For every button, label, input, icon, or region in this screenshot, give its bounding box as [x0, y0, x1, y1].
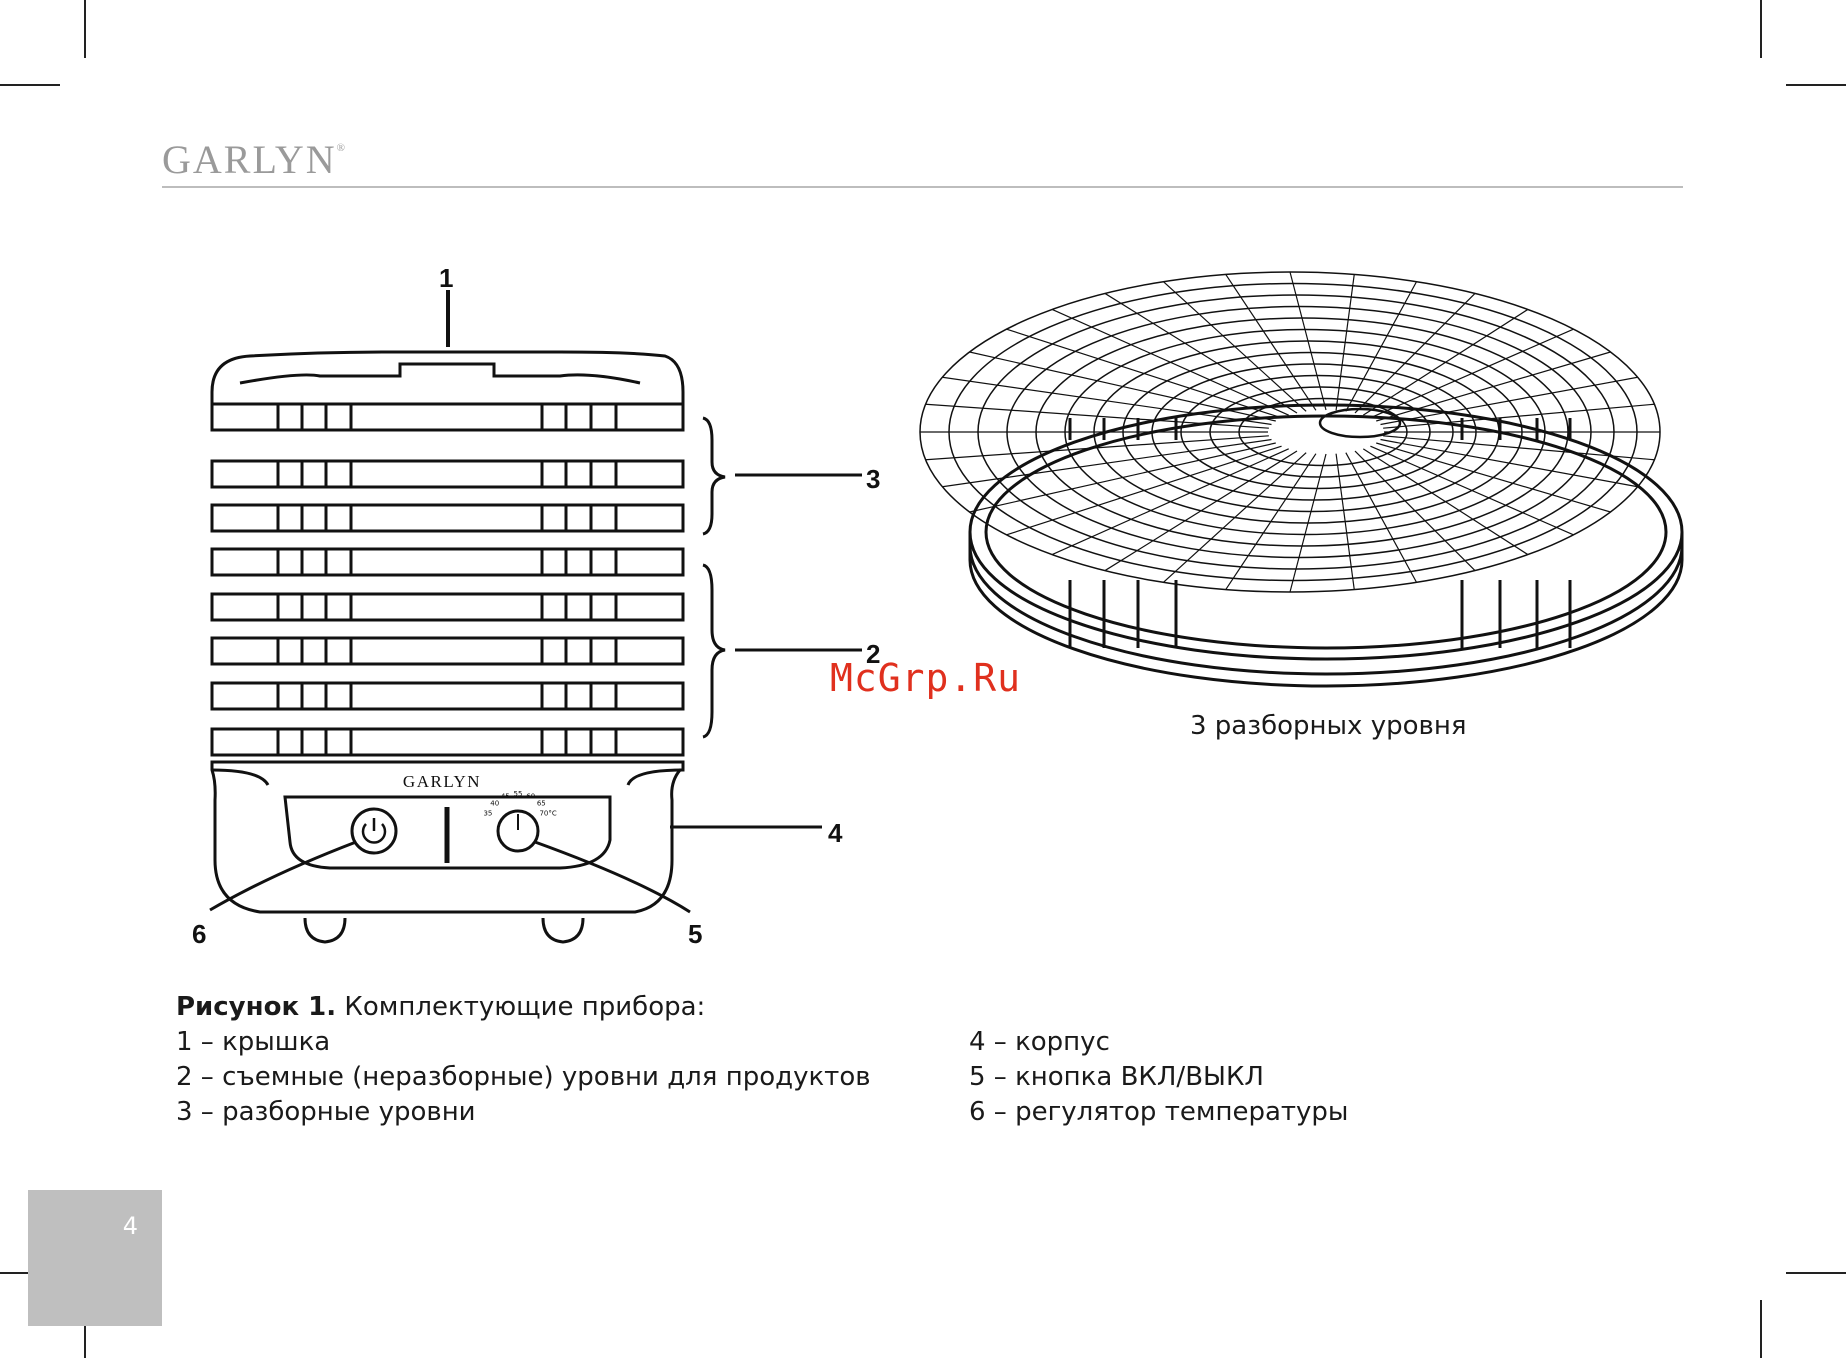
dial-mark: 60	[526, 793, 535, 801]
page-number: 4	[123, 1212, 138, 1240]
mesh-spoke	[1052, 449, 1289, 555]
mesh-spoke	[1346, 282, 1417, 412]
mesh-spoke	[1363, 309, 1528, 415]
mesh-spoke	[1052, 309, 1289, 415]
foot-left	[305, 918, 345, 942]
caption-item: 1 – крышка	[176, 1025, 871, 1060]
callout-6: 6	[192, 919, 206, 949]
tray	[212, 461, 683, 487]
tray	[212, 638, 683, 664]
mesh-spoke	[1363, 449, 1528, 555]
page-number-box: 4	[28, 1190, 162, 1326]
tray	[212, 729, 683, 755]
mesh-spoke	[1105, 293, 1297, 413]
foot-right	[543, 918, 583, 942]
caption-item: 2 – съемные (неразборные) уровни для про…	[176, 1060, 871, 1095]
caption-item: 6 – регулятор температуры	[969, 1095, 1348, 1130]
callout-3: 3	[866, 464, 880, 494]
callout-1: 1	[439, 263, 453, 293]
mesh-spoke	[1370, 446, 1573, 535]
caption-title: Рисунок 1.	[176, 992, 336, 1022]
mesh-spoke	[1370, 329, 1573, 418]
mesh-spoke	[1163, 453, 1306, 583]
callout-4: 4	[828, 818, 843, 848]
figure-caption-right: 4 – корпус 5 – кнопка ВКЛ/ВЫКЛ 6 – регул…	[969, 1025, 1348, 1130]
caption-item: 4 – корпус	[969, 1025, 1348, 1060]
device-brand: GARLYN	[403, 772, 481, 791]
bracket-2	[703, 565, 725, 737]
caption-title-rest: Комплектующие прибора:	[336, 992, 705, 1022]
caption-item: 3 – разборные уровни	[176, 1095, 871, 1130]
mesh-spoke	[1007, 446, 1282, 535]
callout-5: 5	[688, 919, 702, 949]
caption-item: 5 – кнопка ВКЛ/ВЫКЛ	[969, 1060, 1348, 1095]
base-left-curve	[212, 770, 268, 785]
tray	[212, 683, 683, 709]
mesh-spoke	[1105, 451, 1297, 571]
ring-bottom-edge	[970, 532, 1682, 686]
dial-mark: 35	[483, 810, 492, 818]
lid-handle	[240, 364, 640, 383]
mesh-spoke	[1163, 282, 1306, 412]
mesh-spoke	[1007, 329, 1282, 418]
mesh-spoke	[1346, 453, 1417, 583]
dial-mark: 45	[501, 793, 510, 801]
bracket-3	[703, 418, 725, 534]
dial-mark: 55	[514, 790, 523, 798]
dial-mark: 70°C	[539, 810, 556, 818]
tray	[212, 404, 683, 430]
dial-mark: 40	[490, 799, 499, 807]
figure-caption: Рисунок 1. Комплектующие прибора: 1 – кр…	[176, 990, 871, 1130]
tray	[212, 549, 683, 575]
watermark: McGrp.Ru	[830, 656, 1021, 700]
rings-caption: 3 разборных уровня	[1190, 711, 1466, 741]
dial-mark: 65	[537, 799, 546, 807]
tray	[212, 505, 683, 531]
tray	[212, 594, 683, 620]
